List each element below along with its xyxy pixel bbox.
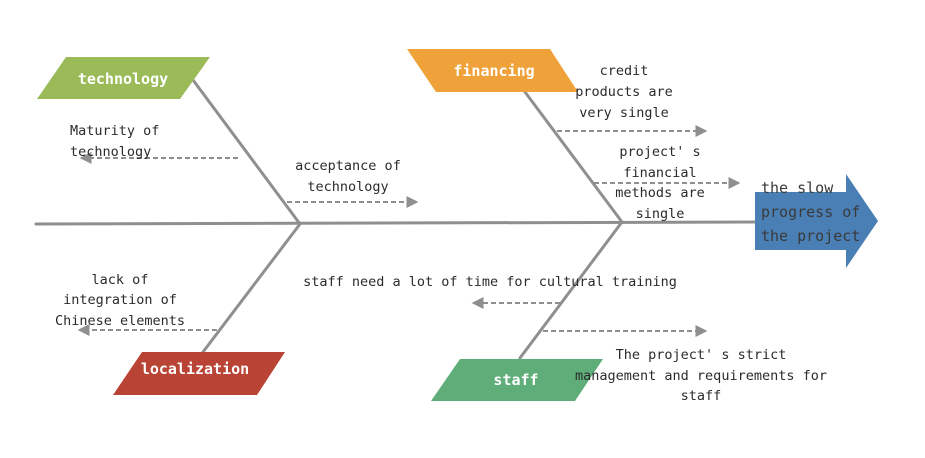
category-box-staff xyxy=(431,359,603,401)
category-box-localization xyxy=(113,352,285,395)
cause-credit-line-1: credit xyxy=(600,63,649,79)
fish-spine xyxy=(34,220,758,226)
rib-staff xyxy=(518,220,624,360)
cause-financial-line-1: project' s xyxy=(619,144,700,160)
cause-maturity-line-1: Maturity of xyxy=(70,123,159,139)
category-label-technology: technology xyxy=(78,70,168,88)
head-line-1: the slow xyxy=(761,179,834,197)
category-label-localization: localization xyxy=(141,360,249,378)
head-line-2: progress of xyxy=(761,203,860,221)
cause-acceptance-line-1: acceptance of xyxy=(295,158,401,174)
head-line-3: the project xyxy=(761,227,860,245)
category-label-financing: financing xyxy=(453,62,534,80)
cause-strict-line-3: staff xyxy=(681,388,722,404)
cause-integration-line-2: integration of xyxy=(63,292,177,308)
cause-integration-line-1: lack of xyxy=(92,272,149,288)
category-box-technology xyxy=(37,57,210,99)
cause-maturity-line-2: technology xyxy=(70,144,151,160)
rib-localization xyxy=(201,222,302,354)
cause-strict-line-2: management and requirements for xyxy=(575,368,827,384)
cause-cultural-training: staff need a lot of time for cultural tr… xyxy=(303,274,677,290)
cause-acceptance-line-2: technology xyxy=(307,179,388,195)
cause-credit-line-2: products are xyxy=(575,84,673,100)
head-arrow-shape xyxy=(755,174,878,268)
cause-credit-line-3: very single xyxy=(579,105,668,121)
category-label-staff: staff xyxy=(493,371,538,389)
cause-strict-line-1: The project' s strict xyxy=(616,347,787,363)
cause-financial-line-4: single xyxy=(636,206,685,222)
cause-financial-line-3: methods are xyxy=(615,185,704,201)
rib-technology xyxy=(191,78,302,226)
cause-financial-line-2: financial xyxy=(623,165,696,181)
category-box-financing xyxy=(407,49,578,92)
rib-financing xyxy=(523,90,624,224)
cause-integration-line-3: Chinese elements xyxy=(55,313,185,329)
